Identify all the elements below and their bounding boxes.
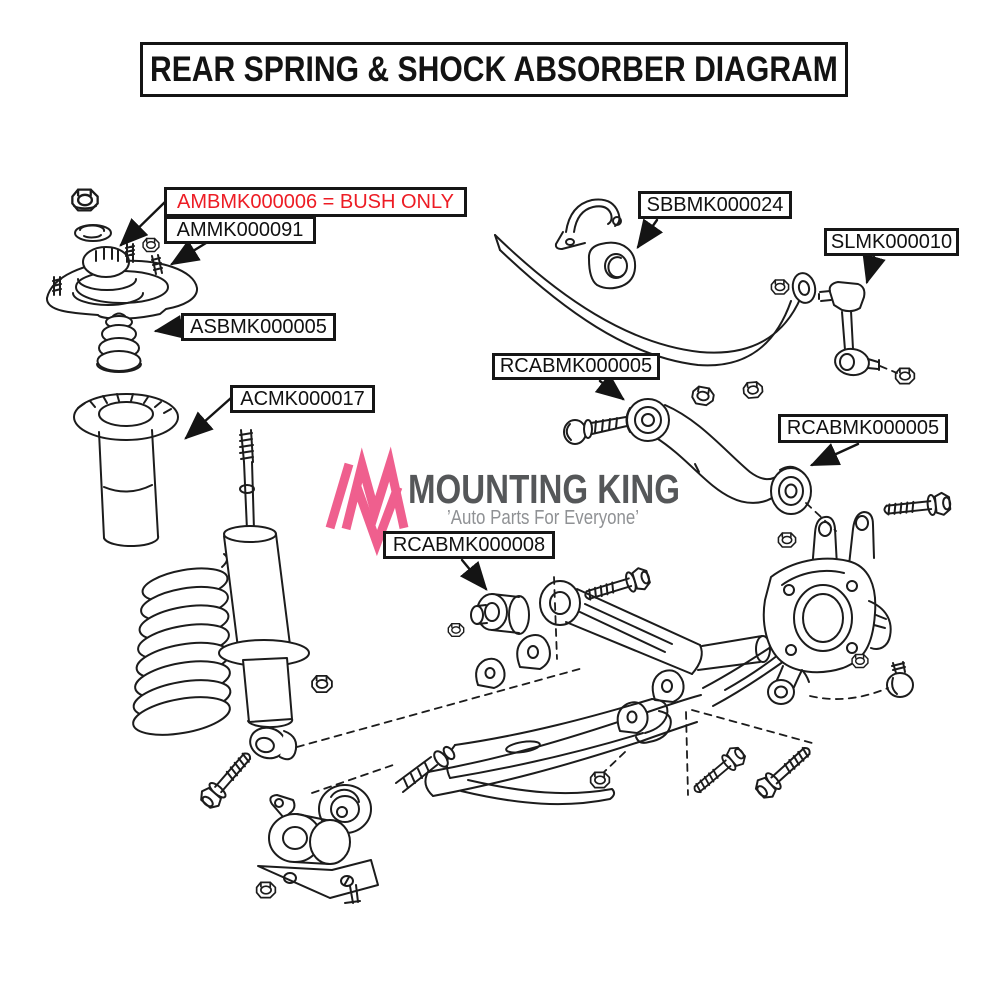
leader-rcabmk000005-front [594, 373, 625, 401]
rcab008-bushing [470, 593, 530, 635]
callout-text: SBBMK000024 [646, 193, 784, 216]
camber-arm-bolt [581, 565, 653, 608]
callout-sbbmk000024: SBBMK000024 [638, 191, 792, 219]
leader-slmk000010 [862, 253, 886, 285]
callout-text: ASBMK000005 [190, 315, 327, 338]
assembly-lines [296, 365, 898, 796]
callout-ambmk000006: AMBMK000006 = BUSH ONLY [164, 187, 467, 217]
trailing-arm-bracket [257, 794, 379, 904]
shock-lower-bolt [196, 746, 258, 813]
diagram-title: REAR SPRING & SHOCK ABSORBER DIAGRAM [150, 49, 838, 89]
knuckle-ball-stud [886, 661, 914, 698]
logo-tagline: ’Auto Parts For Everyone’ [447, 507, 639, 529]
shock-absorber [218, 429, 310, 761]
leader-ammk000091 [169, 239, 208, 266]
knuckle-top-bolt [882, 491, 953, 522]
nut [851, 653, 869, 669]
leader-rcabmk000008 [459, 558, 488, 591]
leader-ambmk000006 [119, 199, 168, 247]
upper-arm-ball-bolt [563, 416, 628, 445]
callout-ammk000091: AMMK000091 [164, 216, 316, 244]
shock-nut [311, 675, 333, 693]
coil-spring [132, 553, 232, 736]
leader-rcabmk000005-rear [809, 442, 860, 467]
nut [690, 384, 716, 408]
nut [777, 532, 797, 548]
link-nut [894, 367, 916, 385]
strut-washer [74, 224, 112, 242]
knuckle [762, 511, 892, 705]
leader-sbbmk000024 [636, 218, 664, 249]
callout-text: AMBMK000006 = BUSH ONLY [177, 190, 454, 213]
upper-arm-front-bushing [625, 398, 670, 442]
nut [589, 771, 611, 789]
leader-acmk000017 [184, 396, 233, 440]
mounting-king-logo: MOUNTING KING ’Auto Parts For Everyone’ [325, 446, 680, 557]
strut-bump-stop [96, 312, 142, 373]
callout-rcabmk000005-rear: RCABMK000005 [778, 414, 948, 443]
bar-end-nut [770, 279, 790, 295]
callout-text: RCABMK000005 [499, 355, 653, 377]
bracket-nut [255, 881, 277, 899]
callout-acmk000017: ACMK000017 [230, 385, 375, 413]
nut [447, 623, 465, 637]
stabilizer-link [818, 281, 880, 377]
diagram-title-box: REAR SPRING & SHOCK ABSORBER DIAGRAM [140, 42, 848, 97]
stabilizer-bracket [554, 198, 622, 250]
callout-rcabmk000005-front: RCABMK000005 [492, 353, 660, 380]
callout-text: RCABMK000005 [786, 417, 940, 439]
logo-m-mark [325, 446, 409, 557]
shock-dust-cover [73, 393, 179, 548]
lower-control-arm [424, 634, 819, 797]
upper-arm-rear-bushing [770, 465, 812, 515]
callout-text: AMMK000091 [176, 218, 304, 241]
leader-asbmk000005 [153, 314, 184, 339]
camber-arm [539, 580, 771, 675]
callout-asbmk000005: ASBMK000005 [181, 313, 336, 341]
lower-arm-bolt [751, 740, 817, 803]
callout-text: ACMK000017 [240, 387, 365, 410]
strut-mount [45, 237, 198, 320]
logo-wordmark: MOUNTING KING [408, 466, 680, 512]
nut [742, 380, 764, 400]
strut-top-nut [71, 188, 99, 212]
callout-rcabmk000008: RCABMK000008 [383, 531, 555, 559]
callout-text: SLMK000010 [830, 230, 953, 253]
callout-slmk000010: SLMK000010 [824, 228, 959, 256]
callout-text: RCABMK000008 [392, 533, 546, 556]
lower-arm-bolt [687, 743, 750, 800]
upper-control-arm [625, 398, 812, 515]
stabilizer-bar [494, 234, 817, 367]
stabilizer-bushing [587, 241, 637, 290]
trailing-arm [395, 698, 672, 806]
leader-arrows [119, 199, 886, 591]
